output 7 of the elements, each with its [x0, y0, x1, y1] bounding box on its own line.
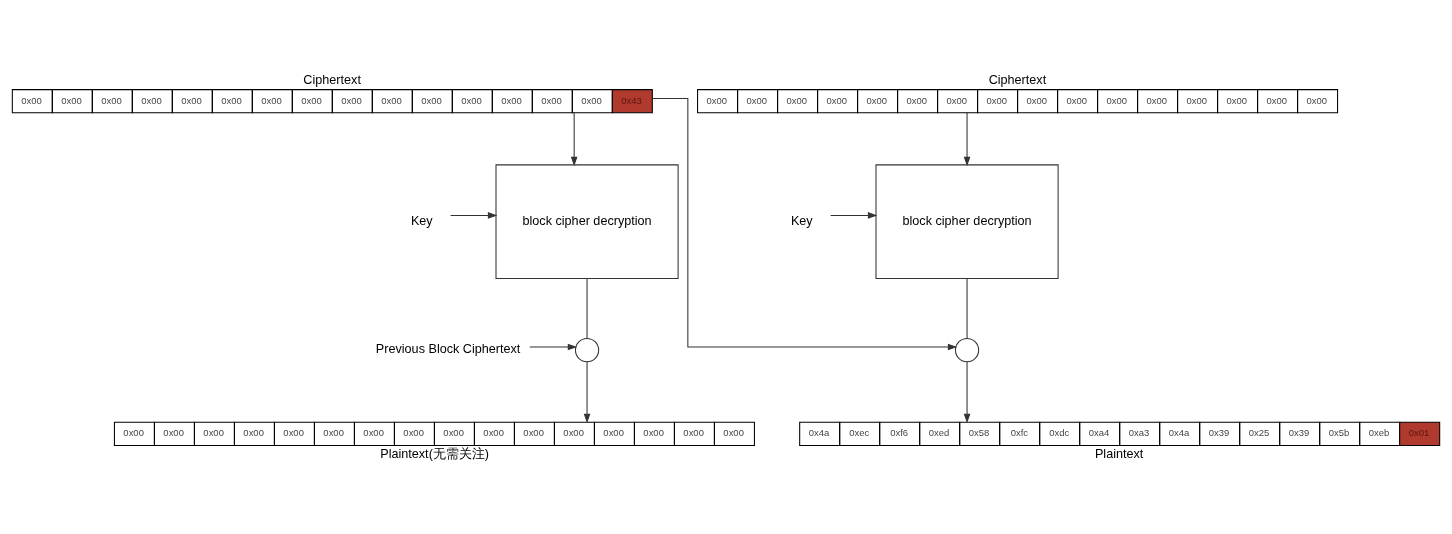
node-label: Plaintext(无需关注)	[380, 446, 490, 461]
node-label: Plaintext	[1094, 446, 1144, 461]
node-text: Key	[410, 214, 433, 228]
node-label: Ciphertext	[303, 72, 361, 87]
node-text: Key	[790, 214, 813, 228]
node-text: Previous Block Ciphertext	[375, 342, 521, 357]
node-label: Ciphertext	[988, 72, 1047, 87]
